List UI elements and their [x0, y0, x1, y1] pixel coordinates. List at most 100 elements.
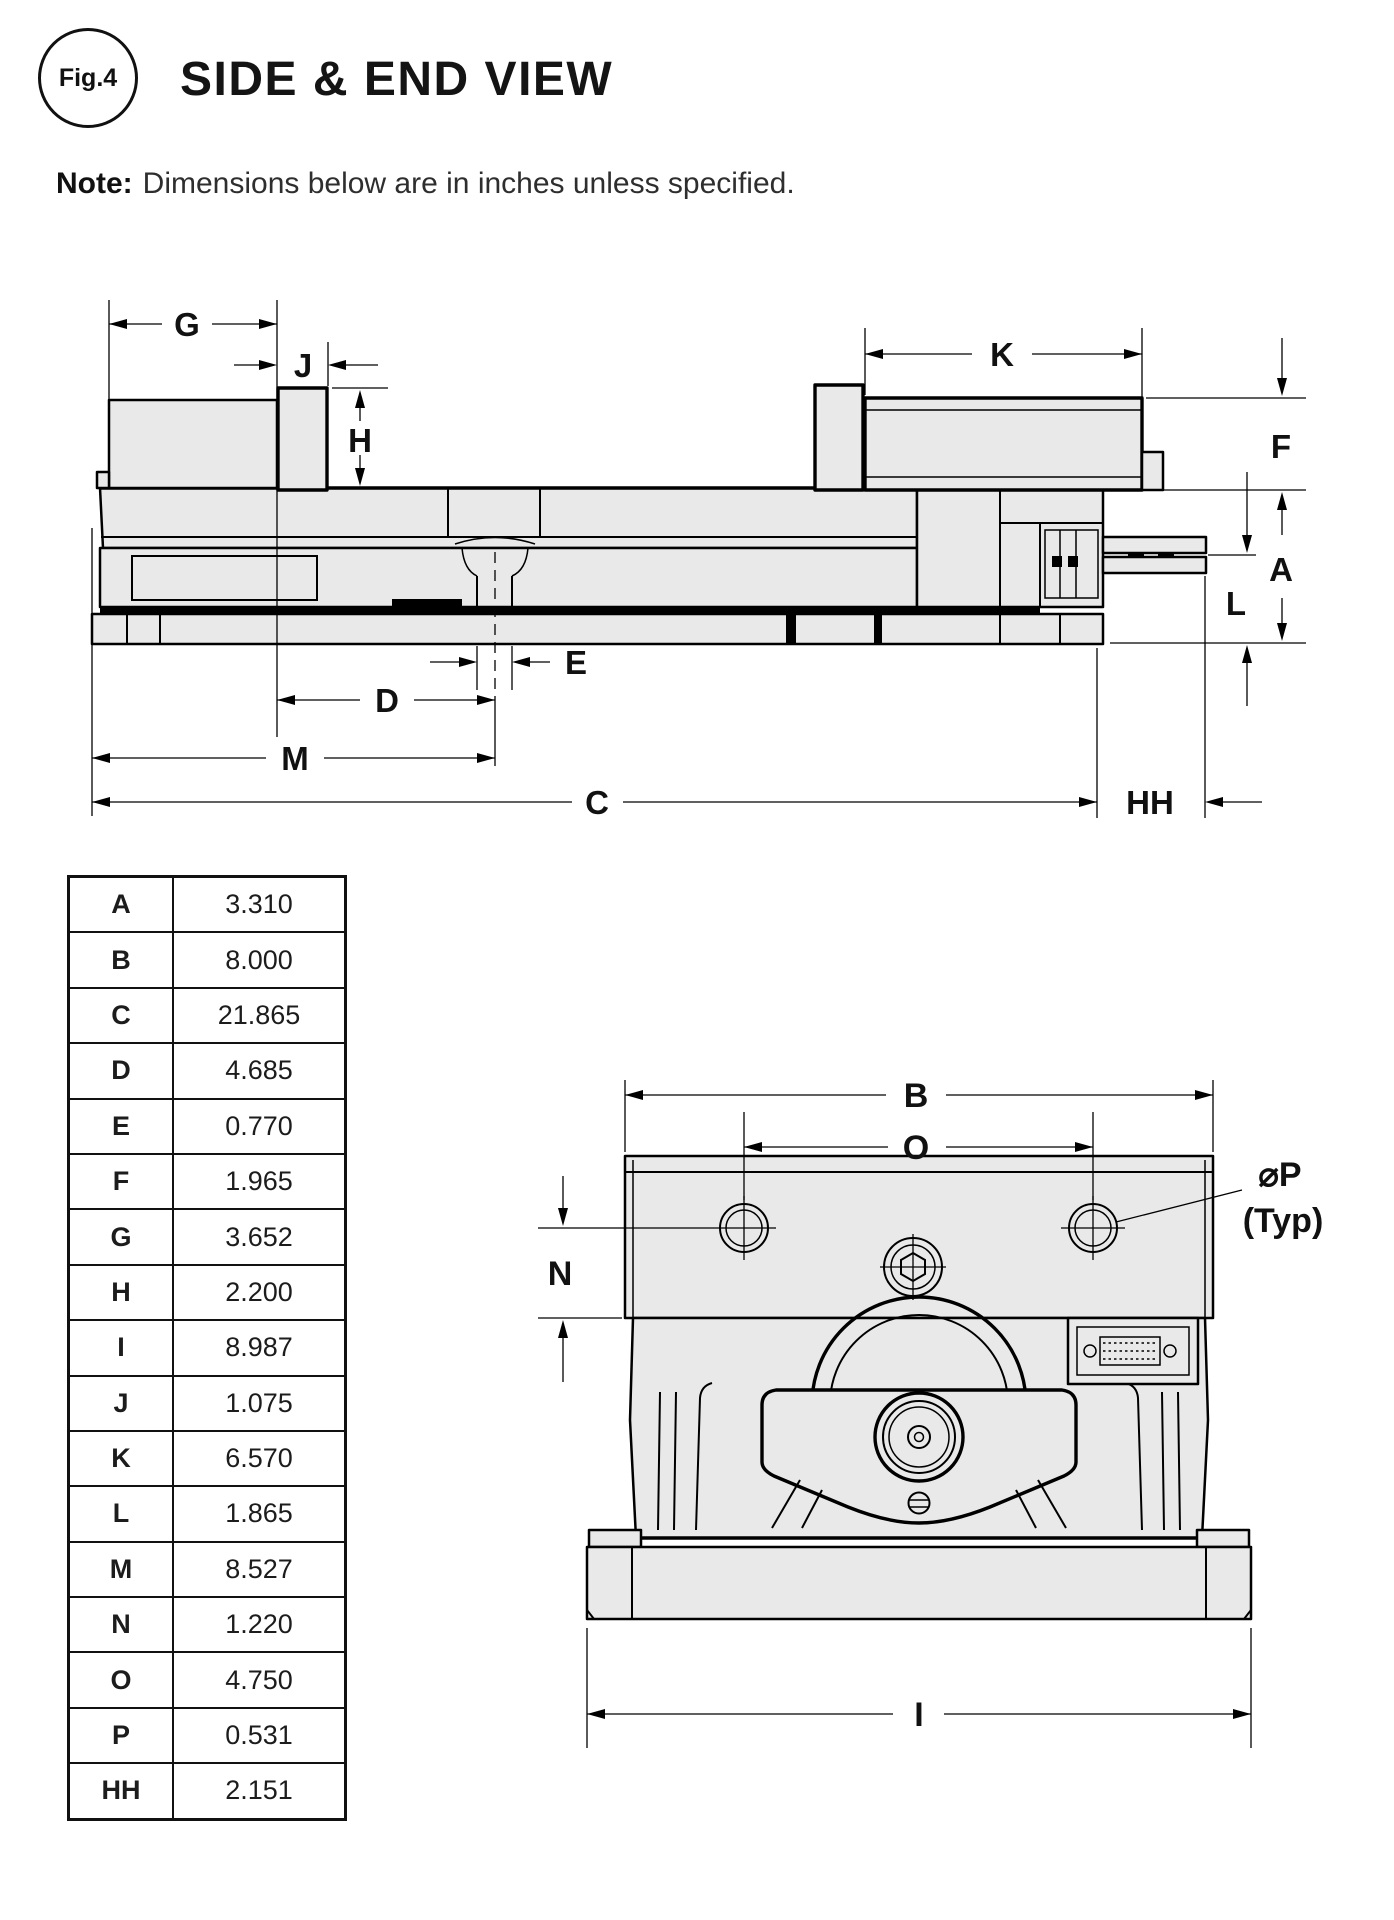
vise-bed: [98, 486, 919, 550]
dim-K: K: [864, 328, 1143, 450]
dim-letter: J: [67, 1374, 174, 1432]
dim-letter: A: [67, 875, 174, 934]
center-hex-screw: [880, 1234, 946, 1300]
screw-shaft: [1101, 535, 1208, 575]
dim-G: G: [108, 300, 278, 737]
dim-value: 1.965: [172, 1152, 347, 1211]
dim-letter: P: [67, 1706, 174, 1765]
carriage-housing: [915, 488, 1105, 609]
fixed-jaw: [95, 398, 279, 490]
dim-P-label: ⌀P: [1258, 1156, 1301, 1194]
dim-value: 4.750: [172, 1651, 347, 1709]
dim-K-label: K: [990, 336, 1014, 373]
dim-letter: M: [67, 1540, 174, 1599]
dim-M-label: M: [281, 740, 309, 777]
dim-letter: G: [67, 1208, 174, 1266]
serial-plate: [1066, 1316, 1200, 1386]
dim-letter: N: [67, 1596, 174, 1654]
figure-badge: Fig.4: [38, 28, 138, 128]
dim-letter: I: [67, 1319, 174, 1377]
dim-A: A: [1110, 489, 1306, 644]
dim-I-label: I: [914, 1696, 923, 1734]
dim-HH-label: HH: [1126, 784, 1174, 821]
fixed-jaw-plate: [276, 386, 329, 492]
figure-badge-label: Fig.4: [58, 63, 118, 92]
dim-C: C: [92, 784, 1097, 821]
dim-J-label: J: [294, 347, 312, 384]
dim-value: 4.685: [172, 1042, 347, 1100]
dim-value: 21.865: [172, 986, 347, 1045]
note-text: Dimensions below are in inches unless sp…: [142, 167, 795, 200]
page-title: SIDE & END VIEW: [180, 53, 614, 106]
dim-letter: D: [67, 1042, 174, 1100]
dim-value: 1.220: [172, 1596, 347, 1654]
dim-P-callout: ⌀P (Typ): [1115, 1156, 1323, 1240]
vise-body: [98, 546, 919, 609]
mounting-hole-right: [1061, 1196, 1125, 1260]
dim-value: 8.987: [172, 1319, 347, 1377]
dim-letter: H: [67, 1263, 174, 1322]
dim-F-label: F: [1271, 428, 1291, 465]
bottom-screw: [907, 1491, 931, 1515]
movable-jaw: [863, 396, 1165, 492]
movable-jaw-plate: [813, 383, 865, 492]
dim-M: M: [91, 528, 495, 816]
dim-A-label: A: [1269, 551, 1293, 588]
dim-letter: F: [67, 1152, 174, 1211]
dim-letter: HH: [67, 1762, 174, 1821]
mounting-hole-left: [712, 1196, 776, 1260]
dim-HH: HH: [1096, 576, 1262, 821]
dim-letter: B: [67, 931, 174, 989]
dim-value: 2.200: [172, 1263, 347, 1322]
dim-N: N: [538, 1176, 712, 1382]
dim-D: D: [277, 682, 495, 719]
dim-letter: O: [67, 1651, 174, 1709]
dim-value: 2.151: [172, 1762, 347, 1821]
dim-O: O: [743, 1112, 1094, 1200]
dim-letter: E: [67, 1097, 174, 1155]
dim-E: E: [430, 644, 587, 690]
dim-B-label: B: [904, 1077, 929, 1115]
dim-F: F: [1146, 338, 1306, 465]
dim-letter: L: [67, 1485, 174, 1543]
dim-value: 8.000: [172, 931, 347, 989]
end-view-drawing: B O N: [538, 1077, 1323, 1748]
dim-value: 0.770: [172, 1097, 347, 1155]
dim-E-label: E: [565, 644, 587, 681]
dim-C-label: C: [585, 784, 609, 821]
side-view-drawing: G J H: [90, 300, 1306, 821]
dim-J: J: [234, 342, 378, 386]
dim-value: 1.865: [172, 1485, 347, 1543]
side-base: [90, 612, 1105, 646]
dim-N-label: N: [548, 1255, 573, 1293]
end-face-plate: [623, 1154, 1215, 1320]
dim-letter: K: [67, 1429, 174, 1488]
dim-D-label: D: [375, 682, 399, 719]
end-base: [585, 1528, 1253, 1621]
dim-H: H: [332, 387, 388, 486]
dim-value: 3.652: [172, 1208, 347, 1266]
dim-value: 8.527: [172, 1540, 347, 1599]
note-line: Note: Dimensions below are in inches unle…: [56, 167, 795, 201]
dim-value: 6.570: [172, 1429, 347, 1488]
note-label: Note:: [56, 167, 133, 200]
dim-letter: C: [67, 986, 174, 1045]
dim-B: B: [624, 1077, 1214, 1152]
